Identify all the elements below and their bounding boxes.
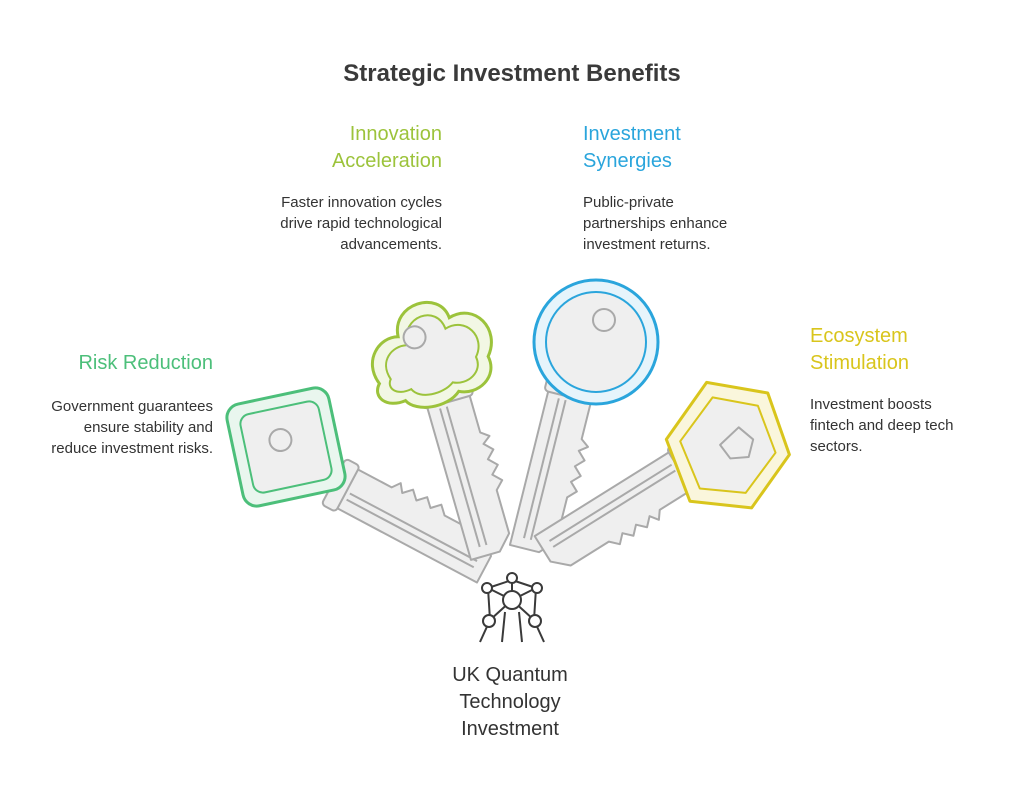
- center-label-line: Investment: [461, 718, 559, 740]
- center-label: UK Quantum Technology Investment: [400, 662, 620, 743]
- heading-line: Acceleration: [331, 150, 442, 172]
- center-label-line: UK Quantum: [452, 664, 568, 686]
- desc-line: ensure stability and: [83, 419, 213, 436]
- desc-line: partnerships enhance: [583, 215, 728, 232]
- heading-line: Ecosystem: [810, 325, 908, 347]
- innovation-acceleration-heading: Innovation Acceleration: [280, 121, 442, 175]
- desc-line: fintech and deep tech: [810, 417, 954, 434]
- innovation-acceleration-description: Faster innovation cycles drive rapid tec…: [240, 192, 442, 255]
- desc-line: investment returns.: [583, 236, 711, 253]
- key-ecosystem-stimulation: [531, 380, 791, 582]
- risk-reduction-heading: Risk Reduction: [40, 350, 213, 377]
- heading-line: Synergies: [583, 150, 672, 172]
- desc-line: Faster innovation cycles: [281, 194, 442, 211]
- atom-network-icon: [479, 572, 545, 643]
- key-innovation-acceleration: [371, 300, 522, 562]
- desc-line: drive rapid technological: [280, 215, 442, 232]
- heading-line: Stimulation: [810, 352, 909, 374]
- key-risk-reduction: [225, 386, 503, 588]
- investment-synergies-description: Public-private partnerships enhance inve…: [583, 192, 783, 255]
- desc-line: advancements.: [340, 236, 442, 253]
- desc-line: sectors.: [810, 438, 863, 455]
- desc-line: Public-private: [583, 194, 674, 211]
- investment-synergies-heading: Investment Synergies: [583, 121, 783, 175]
- desc-line: reduce investment risks.: [51, 440, 213, 457]
- heading-line: Investment: [583, 123, 681, 145]
- risk-reduction-description: Government guarantees ensure stability a…: [20, 396, 213, 459]
- heading-line: Innovation: [349, 123, 442, 145]
- desc-line: Government guarantees: [51, 398, 213, 415]
- diagram-title: Strategic Investment Benefits: [343, 60, 681, 87]
- heading-line: Risk Reduction: [78, 352, 213, 374]
- key-investment-synergies: [505, 278, 660, 559]
- ecosystem-stimulation-heading: Ecosystem Stimulation: [810, 323, 1010, 377]
- ecosystem-stimulation-description: Investment boosts fintech and deep tech …: [810, 394, 1010, 457]
- desc-line: Investment boosts: [810, 396, 932, 413]
- center-label-line: Technology: [459, 691, 561, 713]
